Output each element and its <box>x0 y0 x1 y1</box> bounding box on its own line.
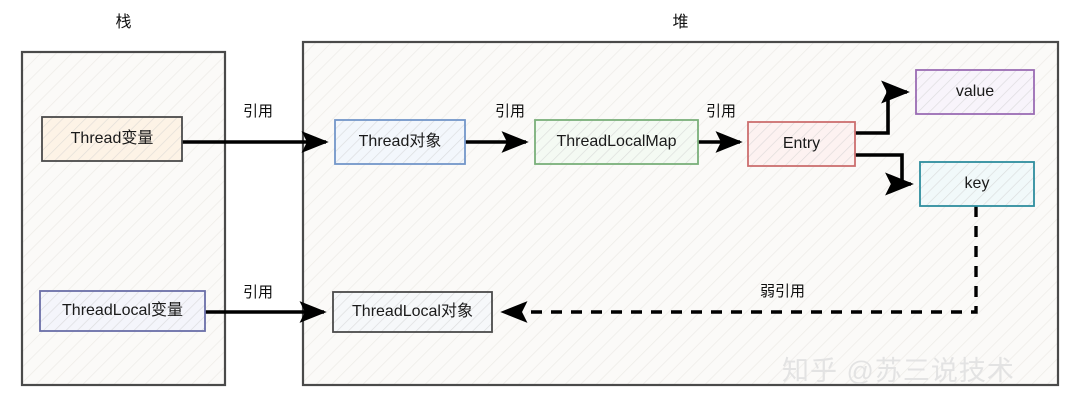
region-title-stack: 栈 <box>115 14 132 31</box>
node-box-thread-obj <box>334 119 466 165</box>
edge-entry-to-key <box>855 153 914 196</box>
node-thread-obj[interactable]: Thread对象 <box>335 120 465 164</box>
edge-label-weak-ref: 弱引用 <box>760 283 806 300</box>
region-stack <box>20 50 227 387</box>
node-entry-label: Entry <box>782 135 821 152</box>
node-value-label: value <box>955 83 995 100</box>
node-threadlocal-var[interactable]: ThreadLocal变量 <box>40 291 205 331</box>
region-title-heap: 堆 <box>672 14 689 31</box>
node-box-threadlocal-var <box>39 290 206 332</box>
node-entry[interactable]: Entry <box>748 122 855 166</box>
node-key[interactable]: key <box>920 162 1034 206</box>
node-key-label: key <box>964 175 990 192</box>
node-threadlocal-obj-label: ThreadLocal对象 <box>352 303 473 320</box>
edge-label-ref-threadlocal-obj: 引用 <box>243 284 274 301</box>
edge-key-weak-ref-to-threadlocal-obj <box>500 206 978 323</box>
node-threadlocal-var-label: ThreadLocal变量 <box>62 302 183 319</box>
node-box-threadlocal-obj <box>332 291 493 333</box>
node-box-entry <box>747 121 856 167</box>
node-threadlocal-obj[interactable]: ThreadLocal对象 <box>333 292 492 332</box>
node-thread-var[interactable]: Thread变量 <box>42 117 182 161</box>
watermark: 知乎 @苏三说技术 <box>782 356 1015 386</box>
edge-label-ref-threadlocalmap: 引用 <box>495 103 526 120</box>
node-box-key <box>919 161 1035 207</box>
node-box-thread-var <box>41 116 183 162</box>
node-value[interactable]: value <box>916 70 1034 114</box>
node-threadlocalmap-label: ThreadLocalMap <box>556 133 677 150</box>
edge-label-ref-thread: 引用 <box>243 103 274 120</box>
node-thread-obj-label: Thread对象 <box>358 133 442 150</box>
node-threadlocalmap[interactable]: ThreadLocalMap <box>535 120 698 164</box>
edge-entry-to-value <box>855 80 910 135</box>
node-box-value <box>915 69 1035 115</box>
node-thread-var-label: Thread变量 <box>70 130 154 147</box>
edge-label-ref-entry: 引用 <box>706 103 737 120</box>
node-box-threadlocalmap <box>534 119 699 165</box>
